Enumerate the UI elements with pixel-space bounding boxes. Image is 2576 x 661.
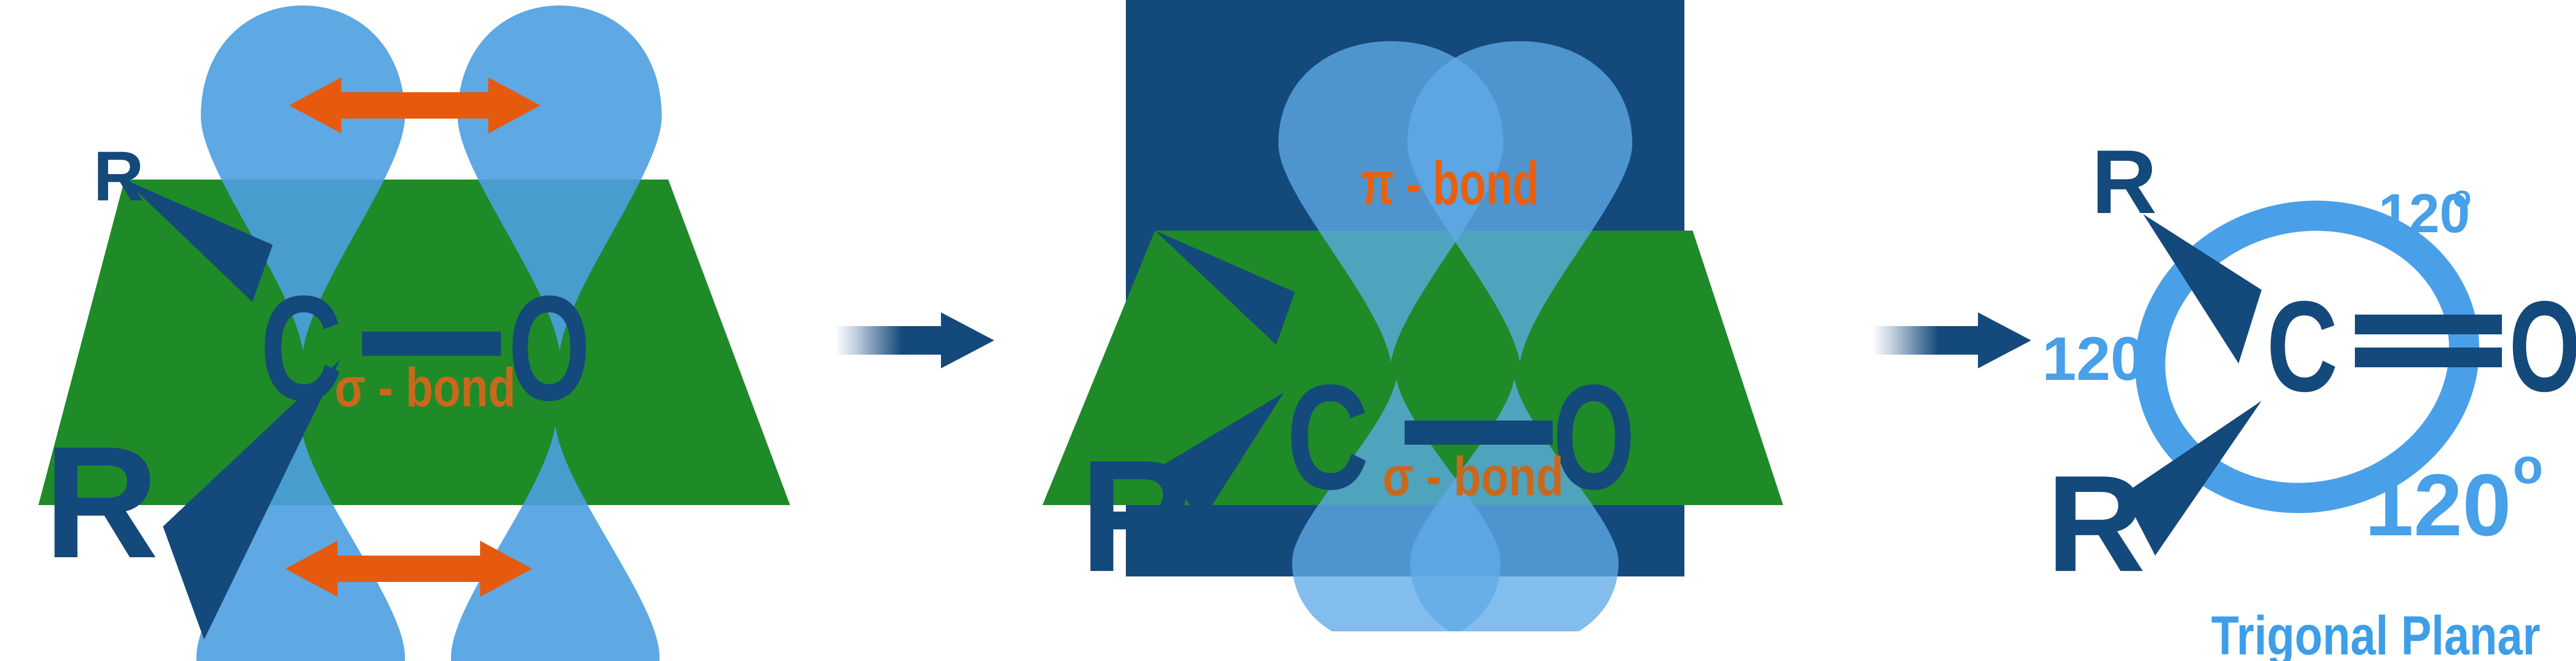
carbon-label-middle: C — [1287, 354, 1369, 520]
oxygen-label-right: O — [2509, 274, 2576, 418]
sigma-bond-line-middle — [1405, 421, 1553, 445]
r-group-label-bottom-left: R — [44, 413, 159, 591]
p-orbital-lobe-top-left — [201, 5, 405, 351]
wedge-bond-top-left — [125, 180, 273, 302]
carbon-label-right: C — [2267, 274, 2338, 418]
transition-arrow-2 — [1872, 312, 2031, 368]
bond-angle-value-top: 120 — [2378, 183, 2470, 244]
wedge-bond-top-right — [2143, 214, 2262, 363]
left-panel: R R C O σ - bond — [38, 5, 790, 661]
r-group-label-bottom-middle: R — [1080, 427, 1194, 605]
wedge-bond-top-middle — [1155, 231, 1295, 345]
transition-arrow-1 — [835, 312, 994, 368]
p-orbital-lobe-bottom-left — [196, 425, 405, 661]
middle-panel: R R C O σ - bond π - bond — [1042, 0, 1783, 631]
bond-angle-value-left: 120 — [2042, 324, 2145, 393]
carbon-label-left: C — [260, 265, 342, 432]
degree-superscript-left: o — [2144, 314, 2166, 354]
caption-trigonal-planar: Trigonal Planar — [2211, 605, 2540, 661]
sigma-bond-label-middle: σ - bond — [1383, 446, 1564, 507]
wedge-bond-bottom-left — [163, 360, 340, 640]
pi-bond-label: π - bond — [1361, 150, 1539, 217]
double-bond-line-upper — [2355, 315, 2502, 334]
bond-angle-label-bottom: 120 o — [2365, 439, 2543, 554]
sigma-bond-label-left: σ - bond — [335, 357, 516, 418]
r-group-label-bottom-right: R — [2047, 447, 2146, 600]
p-orbital-lobe-bottom-right — [451, 425, 659, 661]
r-group-label-top-middle: R — [1123, 164, 1173, 242]
orbital-overlap-arrow-top — [289, 77, 540, 133]
double-bond-line-lower — [2355, 348, 2502, 367]
oxygen-label-left: O — [508, 265, 590, 432]
bond-angle-label-top: 120 o — [2378, 179, 2471, 244]
oxygen-label-middle: O — [1553, 354, 1635, 520]
r-group-label-top-left: R — [93, 137, 144, 216]
sigma-bond-line-left — [362, 332, 501, 356]
wedge-bond-bottom-middle — [1162, 393, 1284, 522]
r-group-label-top-right: R — [2092, 131, 2157, 232]
wedge-bond-bottom-right — [2123, 401, 2262, 556]
pi-orbital-lobe-bottom-oxygen — [1410, 379, 1619, 631]
right-panel: R R C O 120 o 120 o 120 o Trigonal Plana… — [2042, 131, 2576, 661]
bond-angle-value-bottom: 120 — [2365, 456, 2511, 554]
bond-angle-label-left: 120 o — [2042, 314, 2166, 393]
degree-superscript-bottom: o — [2513, 439, 2543, 494]
degree-superscript-top: o — [2453, 179, 2471, 214]
orbital-overlap-arrow-bottom — [285, 541, 532, 597]
pi-orbital-lobe-top-oxygen — [1407, 41, 1632, 362]
